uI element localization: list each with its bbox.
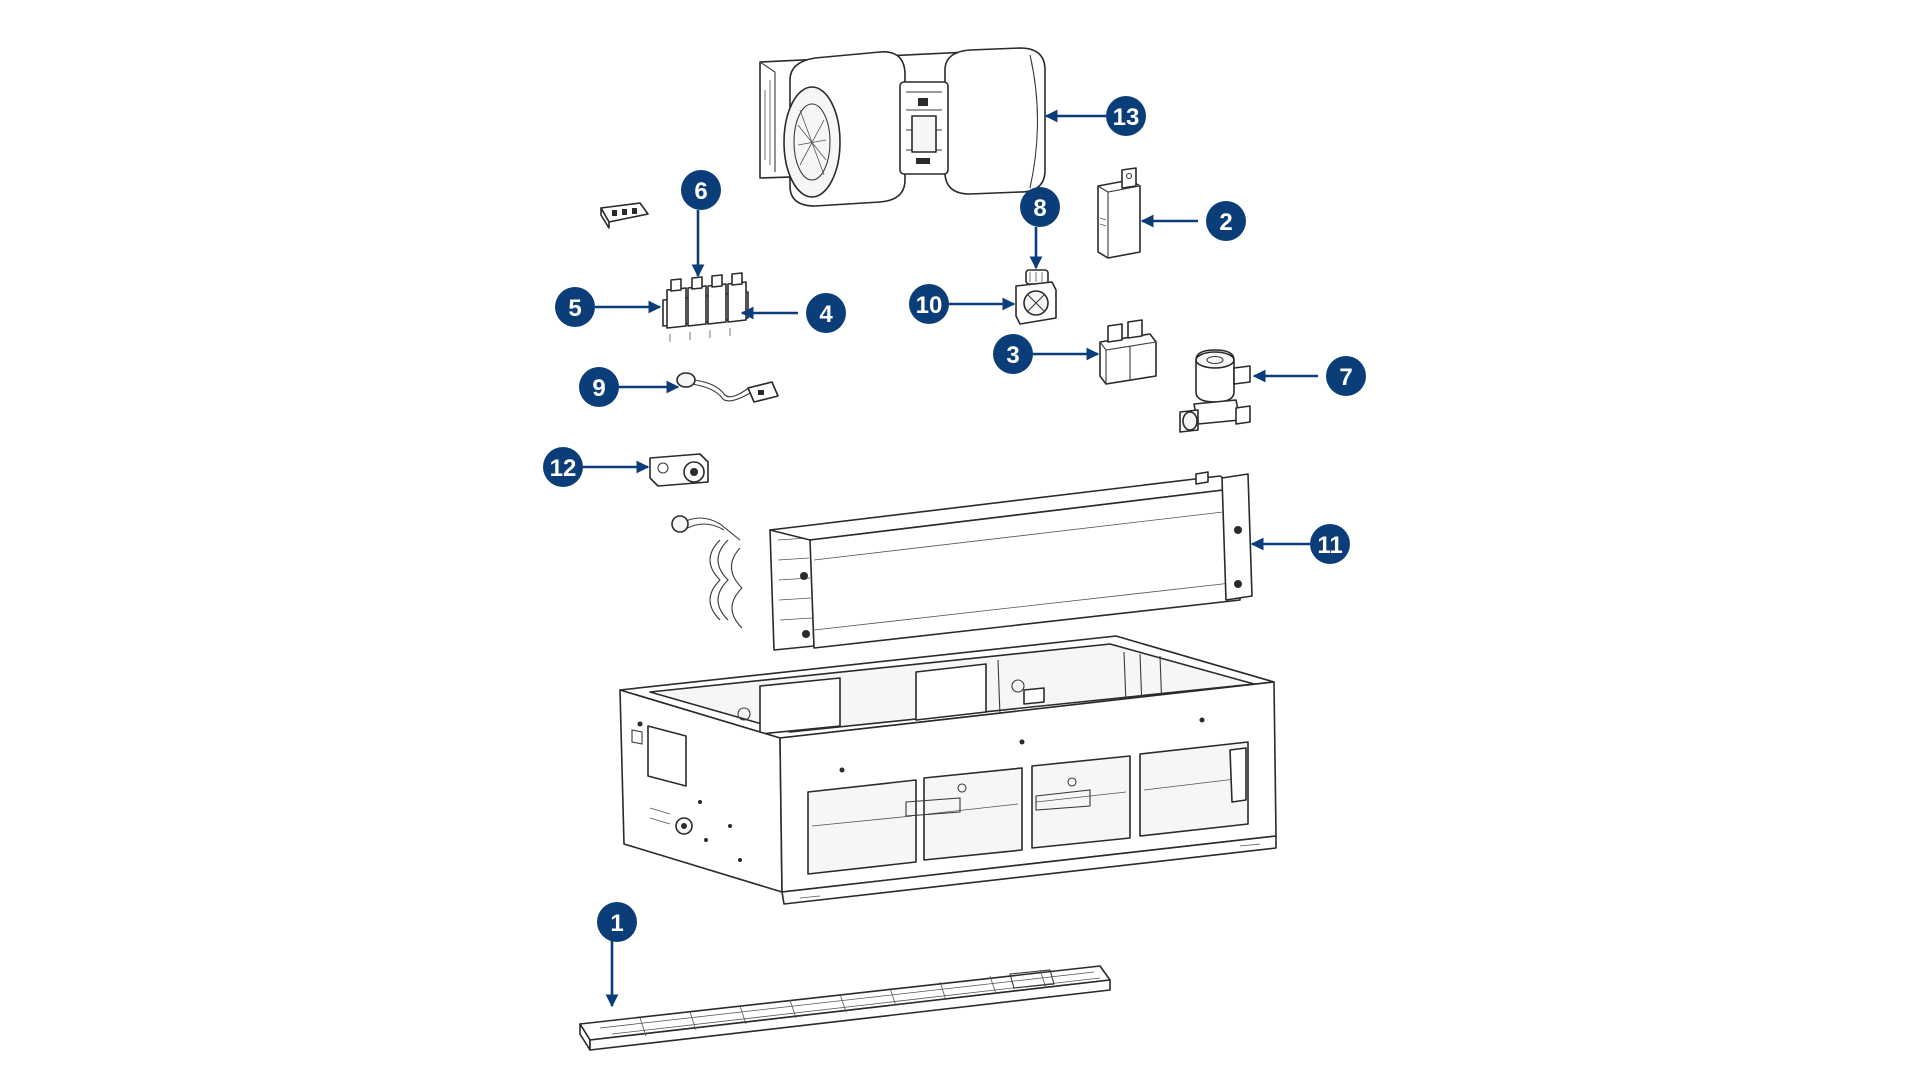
svg-text:3: 3 (1006, 342, 1019, 369)
resistor-box (1097, 167, 1141, 259)
breaker-block (662, 272, 749, 342)
svg-text:5: 5 (568, 295, 581, 322)
svg-text:10: 10 (916, 292, 943, 319)
callout-2: 2 (1206, 201, 1246, 241)
expansion-valve (649, 453, 709, 487)
callout-10: 10 (909, 284, 949, 324)
callouts: 1 2 3 4 5 6 7 8 9 10 11 12 13 (543, 96, 1366, 942)
temperature-sensor (676, 372, 779, 403)
callout-3: 3 (993, 334, 1033, 374)
air-filter (579, 965, 1111, 1051)
unit-housing (619, 635, 1277, 905)
callout-8: 8 (1020, 187, 1060, 227)
callout-7: 7 (1326, 356, 1366, 396)
callout-6: 6 (681, 170, 721, 210)
solenoid-valve (1179, 349, 1251, 433)
callout-5: 5 (555, 287, 595, 327)
connector-plug (600, 202, 649, 229)
callout-1: 1 (597, 902, 637, 942)
svg-text:6: 6 (694, 178, 707, 205)
evaporator-coil (671, 471, 1253, 651)
callout-4: 4 (806, 293, 846, 333)
blower-assembly (759, 47, 1046, 207)
svg-text:8: 8 (1033, 195, 1046, 222)
svg-text:1: 1 (610, 910, 623, 937)
callout-11: 11 (1310, 524, 1350, 564)
leader-lines (583, 109, 1318, 1008)
callout-9: 9 (579, 367, 619, 407)
svg-text:9: 9 (592, 375, 605, 402)
svg-text:12: 12 (550, 455, 577, 482)
svg-text:4: 4 (819, 301, 833, 328)
svg-text:11: 11 (1317, 532, 1342, 559)
callout-13: 13 (1106, 96, 1146, 136)
relay (1099, 319, 1157, 385)
pressure-switch (1015, 281, 1057, 325)
svg-text:7: 7 (1339, 364, 1352, 391)
svg-text:2: 2 (1219, 209, 1232, 236)
callout-12: 12 (543, 447, 583, 487)
switch-cap (1025, 269, 1049, 285)
svg-text:13: 13 (1113, 104, 1140, 131)
